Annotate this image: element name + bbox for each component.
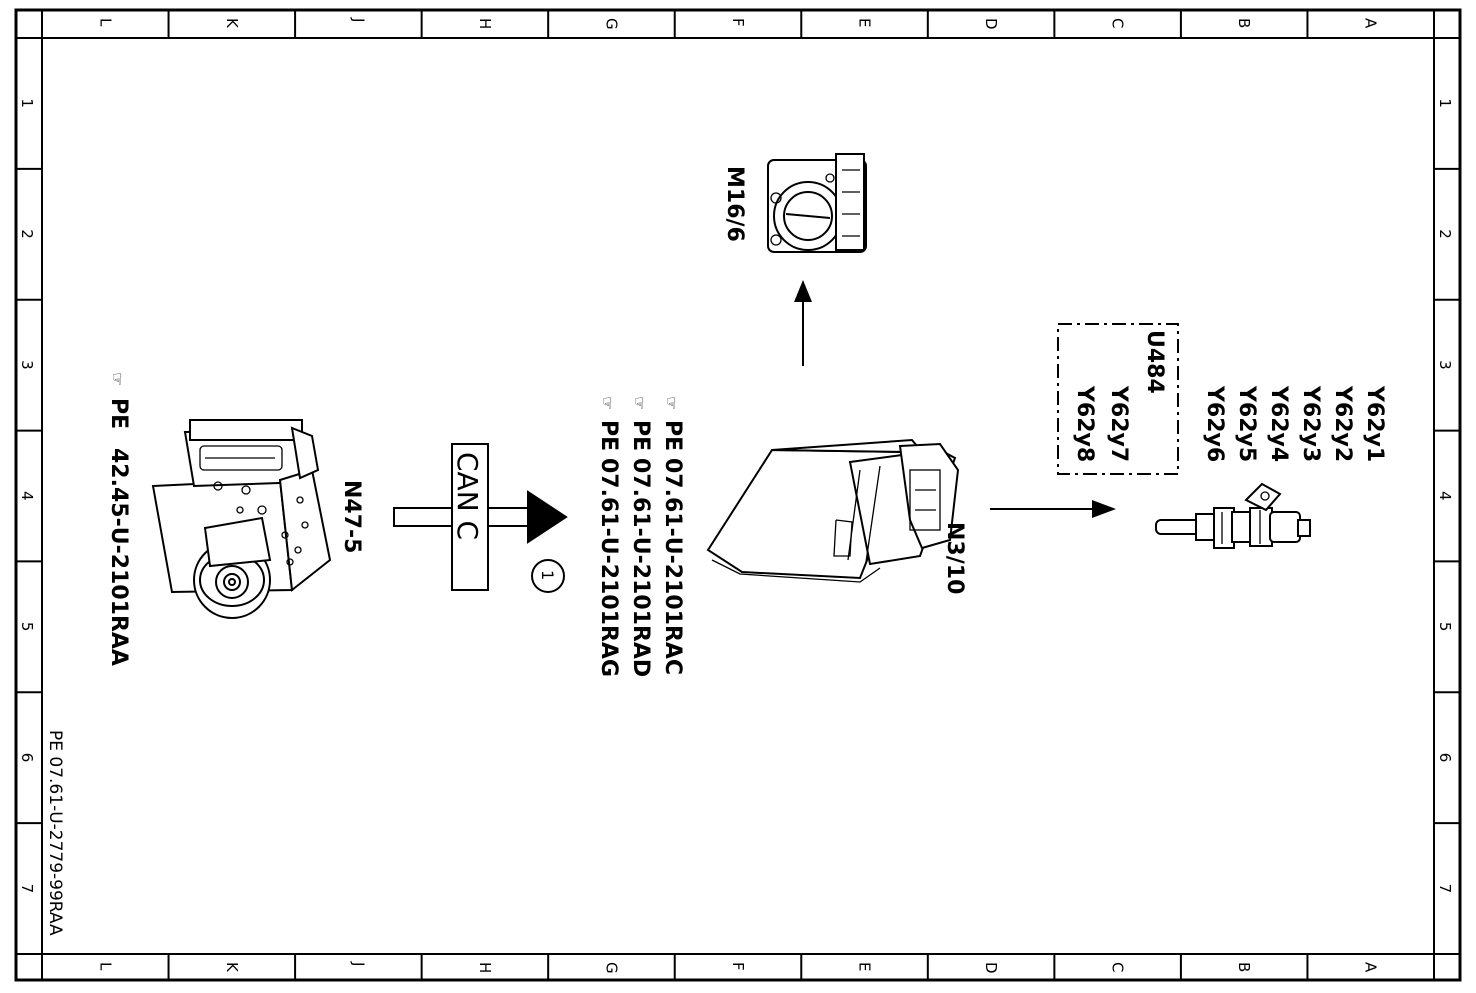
injector-item: Y62y3 — [1298, 385, 1323, 462]
grid-column-letter: A — [1362, 18, 1380, 29]
ref-number: 07.61-U-2101RAC — [660, 458, 685, 675]
ecu-reference-1: ☞ PE 07.61-U-2101RAC — [660, 396, 685, 675]
grid-row-number: 1 — [18, 98, 36, 108]
injector-group-item: Y62y8 — [1072, 385, 1097, 462]
arrow-to-throttle — [794, 280, 812, 366]
grid-column-letter: K — [223, 18, 241, 29]
document-reference: PE 07.61-U-2779-99RAA — [45, 730, 65, 936]
injector-item: Y62y1 — [1362, 385, 1387, 462]
grid-row-number: 7 — [1436, 884, 1454, 894]
abs-ref-prefix: PE — [106, 398, 131, 429]
grid-column-letter: C — [1109, 18, 1127, 28]
callout-number: 1 — [538, 570, 557, 580]
grid-column-letter: F — [729, 18, 747, 27]
ref-prefix: PE — [596, 420, 621, 451]
grid-row-number: 3 — [1436, 360, 1454, 370]
grid-row-number: 6 — [18, 753, 36, 763]
grid-row-number: 2 — [18, 229, 36, 239]
grid-column-letter: B — [1235, 962, 1253, 972]
injector-item: Y62y2 — [1330, 385, 1355, 462]
grid-column-letter: E — [856, 18, 874, 27]
ecu-label: N3/10 — [942, 522, 967, 594]
ref-number: 07.61-U-2101RAD — [628, 458, 653, 677]
pointing-hand-icon: ☞ — [598, 396, 617, 410]
throttle-actuator-icon — [767, 153, 867, 253]
injector-item: Y62y6 — [1202, 385, 1227, 462]
grid-row-number: 3 — [18, 360, 36, 370]
grid-column-letter: B — [1235, 18, 1253, 28]
grid-column-letter: J — [349, 17, 367, 22]
outer-frame — [14, 8, 1462, 982]
grid-column-letter: G — [602, 962, 620, 974]
grid-column-letter: G — [602, 18, 620, 30]
inner-frame — [41, 37, 1435, 955]
grid-row-number: 4 — [18, 491, 36, 501]
injector-item: Y62y5 — [1234, 385, 1259, 462]
ref-number: 07.61-U-2101RAG — [596, 458, 621, 677]
grid-column-letter: F — [729, 962, 747, 971]
can-bus-arrow — [393, 443, 568, 591]
grid-column-letter: H — [476, 962, 494, 973]
injector-item: Y62y4 — [1266, 385, 1291, 462]
column-grid: L L K K J J H H G G F F E E D D C C B B A A — [41, 10, 1435, 980]
grid-column-letter: K — [223, 962, 241, 973]
grid-row-number: 5 — [18, 622, 36, 632]
abs-hydraulic-unit-icon — [151, 419, 332, 619]
pointing-hand-icon: ☞ — [630, 396, 649, 410]
engine-control-unit-icon — [706, 438, 960, 583]
ref-prefix: PE — [660, 420, 685, 451]
grid-column-letter: L — [96, 18, 114, 27]
grid-column-letter: J — [349, 961, 367, 966]
ref-prefix: PE — [628, 420, 653, 451]
grid-row-number: 5 — [1436, 622, 1454, 632]
grid-row-number: 7 — [18, 884, 36, 894]
injector-group-item: Y62y7 — [1106, 385, 1131, 462]
grid-column-letter: C — [1109, 962, 1127, 972]
grid-column-letter: E — [856, 962, 874, 971]
grid-column-letter: L — [96, 962, 114, 971]
injector-group-label: U484 — [1142, 330, 1167, 394]
injector-group-box — [1057, 323, 1179, 475]
fuel-injector-icon — [1155, 482, 1311, 549]
grid-column-letter: D — [982, 962, 1000, 974]
grid-row-number: 6 — [1436, 753, 1454, 763]
grid-column-letter: A — [1362, 962, 1380, 973]
grid-column-letter: H — [476, 18, 494, 29]
row-grid: 1 1 2 2 3 3 4 4 5 5 6 6 7 7 — [16, 37, 1460, 955]
grid-row-number: 2 — [1436, 229, 1454, 239]
callout-1: 1 — [531, 559, 565, 593]
grid-row-number: 4 — [1436, 491, 1454, 501]
throttle-label: M16/6 — [722, 166, 747, 242]
ecu-reference-2: ☞ PE 07.61-U-2101RAD — [628, 396, 653, 677]
abs-unit-reference: ☞ PE 42.45-U-2101RAA — [106, 372, 131, 666]
abs-ref-number: 42.45-U-2101RAA — [106, 448, 131, 666]
pointing-hand-icon: ☞ — [108, 372, 127, 386]
grid-column-letter: D — [982, 18, 1000, 30]
grid-row-number: 1 — [1436, 98, 1454, 108]
ecu-reference-3: ☞ PE 07.61-U-2101RAG — [596, 396, 621, 677]
arrow-to-injectors — [990, 500, 1116, 518]
abs-unit-label: N47-5 — [339, 480, 364, 553]
pointing-hand-icon: ☞ — [662, 396, 681, 410]
can-bus-label: CAN C — [451, 452, 484, 540]
